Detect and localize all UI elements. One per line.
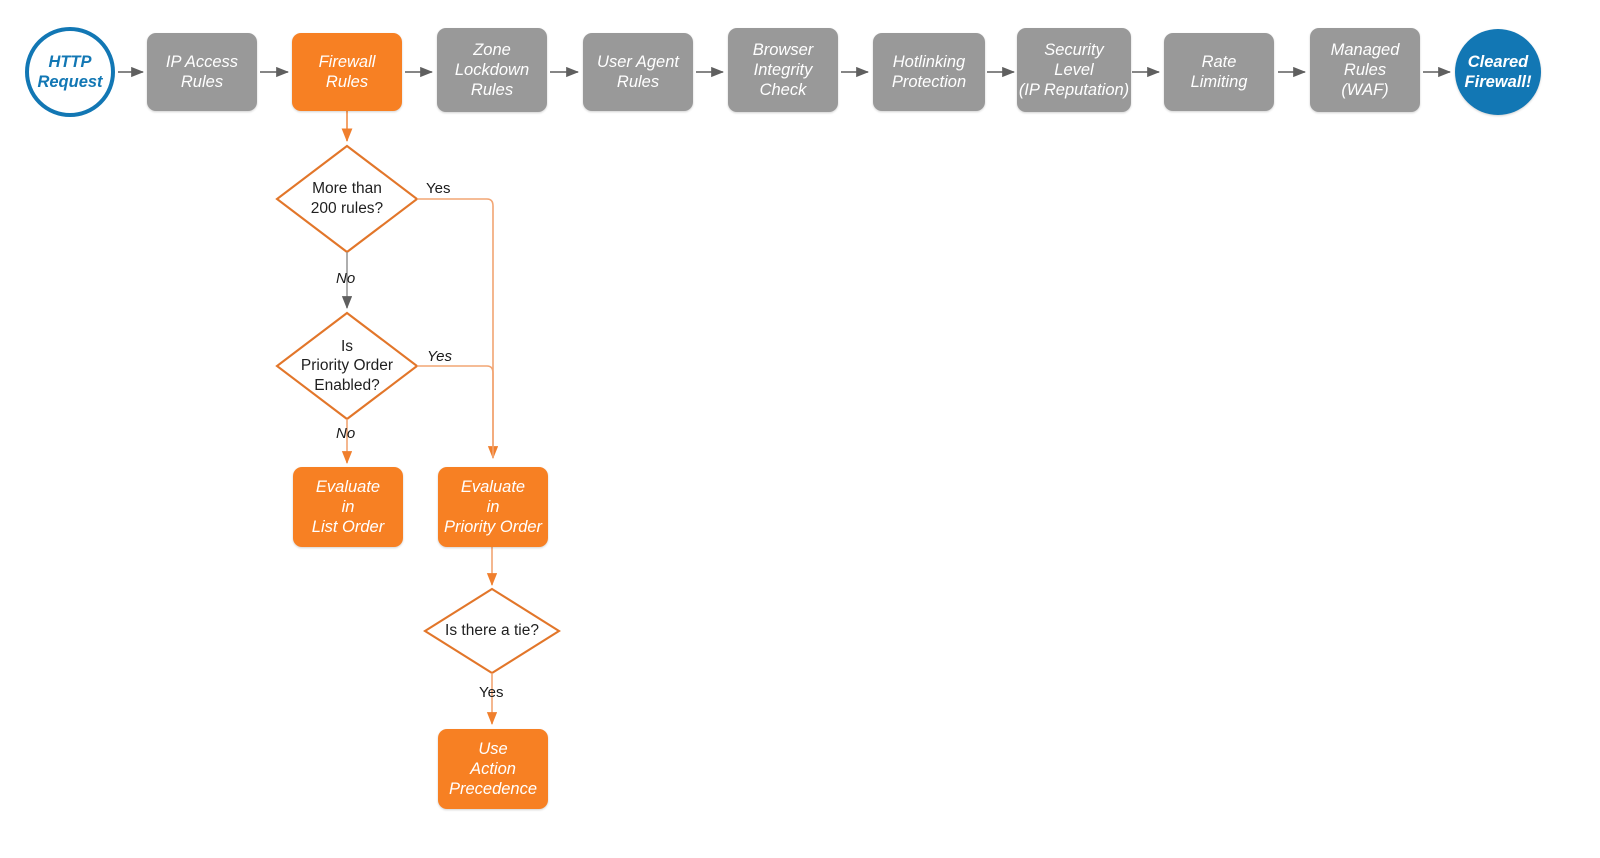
node-label: HTTP Request [37, 52, 103, 91]
edge-label-yes-priority-enabled: Yes [424, 348, 456, 365]
node-firewall-rules[interactable]: Firewall Rules [292, 33, 402, 111]
node-label: Rate Limiting [1190, 52, 1248, 91]
edge-label-no-priority-enabled: No [336, 425, 355, 442]
node-ip-access-rules[interactable]: IP Access Rules [147, 33, 257, 111]
edge-label-text: Yes [426, 180, 451, 197]
edge-label-text: Yes [427, 348, 453, 365]
decision-priority-order-enabled[interactable]: Is Priority Order Enabled? [272, 329, 422, 403]
node-label: Managed Rules (WAF) [1330, 40, 1400, 100]
node-security-level[interactable]: Security Level (IP Reputation) [1017, 28, 1131, 112]
node-label: Cleared Firewall! [1464, 52, 1532, 91]
node-evaluate-priority-order[interactable]: Evaluate in Priority Order [438, 467, 548, 547]
node-label: Evaluate in Priority Order [443, 477, 543, 537]
node-label: Use Action Precedence [448, 739, 538, 799]
node-label: Security Level (IP Reputation) [1018, 40, 1130, 100]
decision-more-than-200-rules[interactable]: More than 200 rules? [277, 170, 417, 228]
node-label: IP Access Rules [165, 52, 239, 91]
edge-label-no-more-than-200: No [336, 270, 355, 287]
node-label: Hotlinking Protection [891, 52, 967, 91]
edge-label-text: No [336, 425, 356, 442]
edge-yes-more-than-200 [417, 198, 499, 459]
decision-is-there-a-tie[interactable]: Is there a tie? [425, 616, 559, 646]
node-label: Browser Integrity Check [752, 40, 814, 100]
node-evaluate-list-order[interactable]: Evaluate in List Order [293, 467, 403, 547]
edge-label-yes-more-than-200: Yes [426, 180, 450, 197]
node-rate-limiting[interactable]: Rate Limiting [1164, 33, 1274, 111]
decision-label: Is there a tie? [445, 622, 539, 640]
node-label: Evaluate in List Order [311, 477, 385, 537]
node-label: Firewall Rules [318, 52, 376, 91]
node-http-request[interactable]: HTTP Request [25, 27, 115, 117]
node-hotlinking-protection[interactable]: Hotlinking Protection [873, 33, 985, 111]
node-managed-rules-waf[interactable]: Managed Rules (WAF) [1310, 28, 1420, 112]
decision-label: Is Priority Order Enabled? [300, 337, 394, 394]
node-label: User Agent Rules [597, 52, 679, 91]
node-user-agent-rules[interactable]: User Agent Rules [583, 33, 693, 111]
node-label: Zone Lockdown Rules [454, 40, 530, 100]
node-use-action-precedence[interactable]: Use Action Precedence [438, 729, 548, 809]
edge-label-yes-is-there-a-tie: Yes [479, 684, 503, 701]
edge-label-text: Yes [479, 684, 504, 701]
edge-yes-priority-enabled [417, 365, 494, 458]
decision-label: More than 200 rules? [310, 180, 384, 217]
node-cleared-firewall[interactable]: Cleared Firewall! [1455, 29, 1541, 115]
node-browser-integrity-check[interactable]: Browser Integrity Check [728, 28, 838, 112]
node-zone-lockdown-rules[interactable]: Zone Lockdown Rules [437, 28, 547, 112]
edge-label-text: No [336, 270, 356, 287]
